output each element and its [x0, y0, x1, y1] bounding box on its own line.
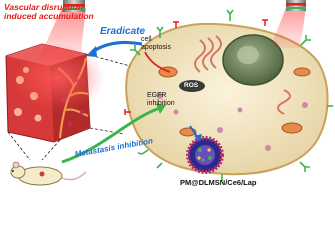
- cancer-cell: [125, 22, 329, 176]
- eradicate-label: Eradicate: [100, 26, 146, 37]
- metastasis-arrow: [61, 106, 161, 164]
- cell-apoptosis-label: cell apoptosis: [141, 36, 171, 51]
- nanoparticle-icon: [186, 136, 224, 174]
- mouse-icon: [10, 161, 87, 186]
- nanoparticle-label: PM@DLMSN/Ce6/Lap: [180, 178, 257, 187]
- ros-label: ROS: [184, 82, 199, 89]
- egfr-inhibition-label: EGFR inhibition: [147, 92, 175, 107]
- diagram-canvas: Vascular disruption induced accumulation…: [4, 0, 333, 187]
- diagram-graphics: [5, 0, 333, 186]
- laser-device-icon: [63, 0, 85, 12]
- vascular-label: Vascular disruption induced accumulation: [4, 2, 94, 21]
- receptor-icon: [130, 9, 333, 181]
- laser-device-icon: [286, 0, 306, 11]
- ros-burst: [179, 80, 205, 92]
